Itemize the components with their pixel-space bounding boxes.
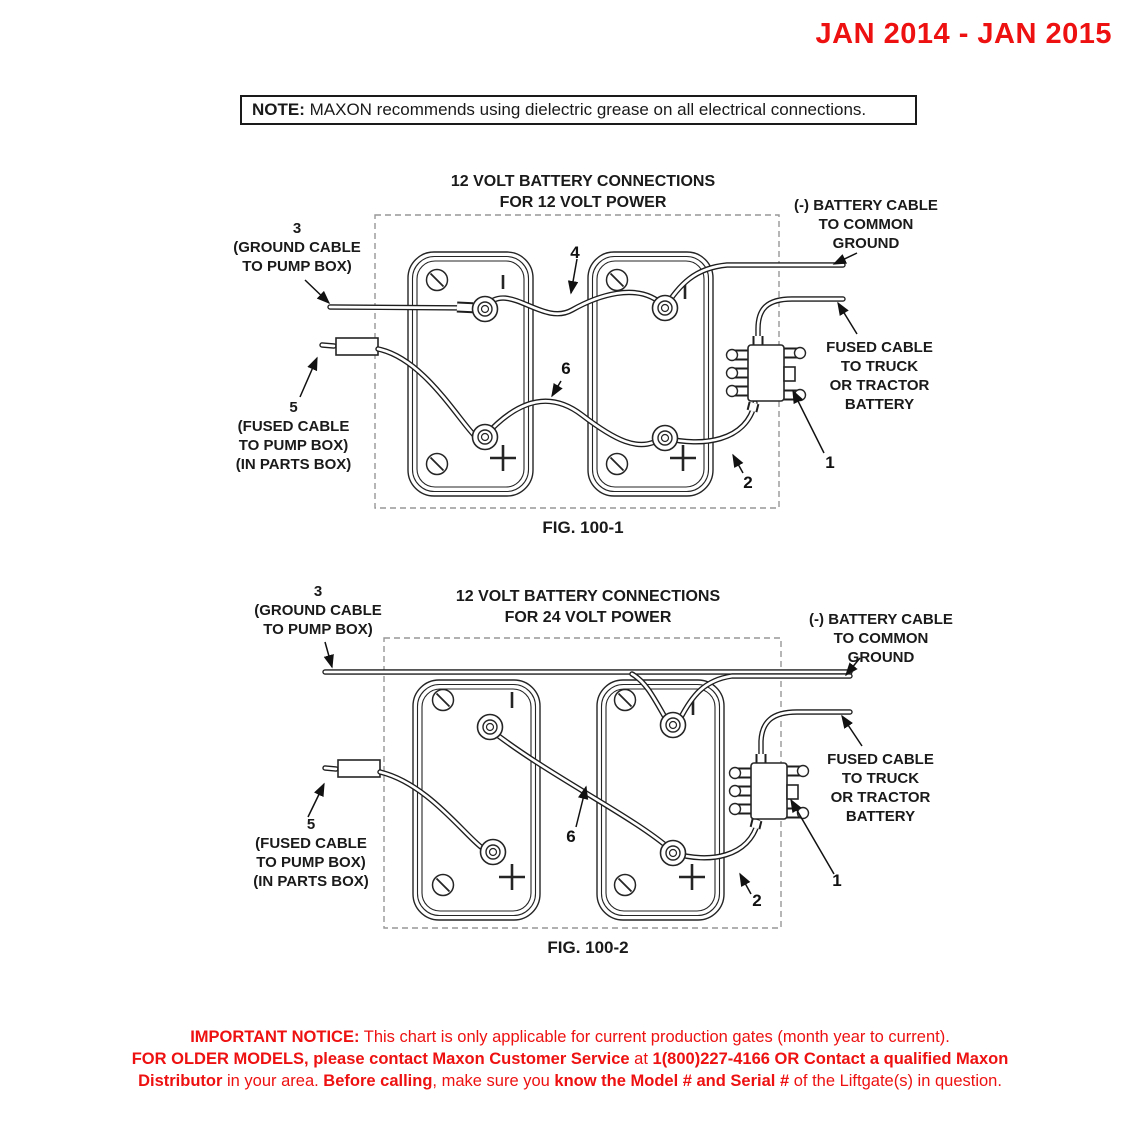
plus-terminal-mark [490, 445, 516, 471]
fig2-title: 12 VOLT BATTERY CONNECTIONS FOR 24 VOLT … [378, 586, 798, 628]
screw-icon [431, 688, 455, 712]
callout-6: 6 [566, 827, 575, 846]
fig1-fused-pump-cable-5 [319, 337, 477, 438]
plus-terminal-mark [499, 864, 525, 890]
callout-2: 2 [743, 473, 752, 492]
callout-4: 4 [570, 243, 580, 262]
fuse-holder [337, 759, 381, 778]
fig2-series-cable-6 [489, 728, 673, 852]
battery-terminal [471, 295, 499, 323]
fig1-label-fused-truck-cable: FUSED CABLE TO TRUCK OR TRACTOR BATTERY [826, 339, 933, 413]
leader-arrow-2 [739, 872, 752, 895]
fig2-label-fused-pump-cable: 5 (FUSED CABLE TO PUMP BOX) (IN PARTS BO… [253, 816, 369, 890]
fig1-label-ground-cable: 3 (GROUND CABLE TO PUMP BOX) [233, 220, 361, 275]
plus-terminal-mark [670, 445, 696, 471]
fig1-jumper-cable-6 [482, 398, 666, 448]
fig1-title-line2: FOR 12 VOLT POWER [499, 194, 667, 211]
notice-line-1: IMPORTANT NOTICE: This chart is only app… [190, 1028, 950, 1046]
leader-arrow-3 [304, 279, 331, 305]
fig1-title-line1: 12 VOLT BATTERY CONNECTIONS [450, 173, 716, 190]
battery-terminal [471, 423, 499, 451]
leader-arrow-neg [832, 252, 858, 265]
fig2-label-neg-battery-cable: (-) BATTERY CABLE TO COMMON GROUND [809, 611, 953, 666]
fig2-caption: FIG. 100-2 [547, 938, 629, 957]
fig2-label-ground-cable: 3 (GROUND CABLE TO PUMP BOX) [254, 583, 382, 638]
fig1-jumper-cable-4 [482, 289, 667, 317]
battery-terminal [651, 294, 679, 322]
fig2-terminal-block-1 [728, 754, 810, 830]
fig1-drawing: 4 6 2 1 [299, 214, 858, 509]
leader-arrow-1 [790, 798, 835, 875]
screw-icon [605, 452, 629, 476]
leader-arrow-neg [845, 657, 861, 677]
important-notice: IMPORTANT NOTICE: This chart is only app… [70, 1026, 1070, 1092]
battery-terminal [479, 838, 507, 866]
battery-terminal [659, 839, 687, 867]
screw-icon [605, 268, 629, 292]
plus-terminal-mark [679, 864, 705, 890]
leader-arrow-2 [732, 453, 744, 474]
fig1-label-neg-battery-cable: (-) BATTERY CABLE TO COMMON GROUND [794, 197, 938, 252]
screw-icon [425, 452, 449, 476]
leader-arrow-fused [841, 714, 863, 747]
fig1-battery-1 [407, 251, 534, 497]
fig2-drawing: 6 2 1 [307, 637, 863, 929]
fig1-fused-truck-cable [755, 296, 846, 345]
note-box: NOTE: MAXON recommends using dielectric … [240, 95, 917, 125]
fig2-fused-truck-cable [758, 709, 853, 763]
fuse-holder [335, 337, 379, 356]
leader-arrow-fused [837, 301, 858, 335]
leader-arrow-4 [567, 258, 579, 295]
fig2-title-line1: 12 VOLT BATTERY CONNECTIONS [455, 588, 721, 605]
fig1-battery-2 [587, 251, 714, 497]
notice-line-3: Distributor in your area. Before calling… [138, 1072, 1002, 1090]
fig2-neg-battery-cable [677, 673, 853, 722]
leader-arrow-6 [551, 380, 563, 398]
leader-arrow-3 [323, 641, 334, 669]
screw-icon [613, 688, 637, 712]
leader-arrow-5 [307, 782, 325, 818]
battery-terminal [659, 711, 687, 739]
screw-icon [431, 873, 455, 897]
screw-icon [613, 873, 637, 897]
leader-arrow-6 [575, 785, 589, 828]
callout-6: 6 [561, 359, 570, 378]
note-label: NOTE: [252, 100, 305, 119]
fig2-title-line2: FOR 24 VOLT POWER [504, 609, 672, 626]
fig2-fused-pump-cable-5 [322, 759, 484, 850]
fig1-label-fused-pump-cable: 5 (FUSED CABLE TO PUMP BOX) (IN PARTS BO… [235, 399, 352, 473]
leader-arrow-5 [299, 356, 318, 398]
fig1-terminal-block-1 [725, 336, 807, 413]
battery-terminal [476, 713, 504, 741]
leader-arrow-1 [792, 389, 825, 454]
note-text: MAXON recommends using dielectric grease… [304, 100, 867, 119]
date-range-header: JAN 2014 - JAN 2015 [815, 18, 1112, 50]
notice-line-2: FOR OLDER MODELS, please contact Maxon C… [131, 1050, 1009, 1068]
callout-1: 1 [832, 871, 841, 890]
fig2-ground-cable-3 [322, 669, 853, 722]
callout-2: 2 [752, 891, 761, 910]
fig1-ground-cable-3 [327, 301, 477, 314]
callout-1: 1 [825, 453, 834, 472]
fig2-label-fused-truck-cable: FUSED CABLE TO TRUCK OR TRACTOR BATTERY [827, 751, 934, 825]
screw-icon [425, 268, 449, 292]
fig1-caption: FIG. 100-1 [542, 518, 624, 537]
fig1-title: 12 VOLT BATTERY CONNECTIONS FOR 12 VOLT … [373, 171, 793, 213]
battery-terminal [651, 424, 679, 452]
